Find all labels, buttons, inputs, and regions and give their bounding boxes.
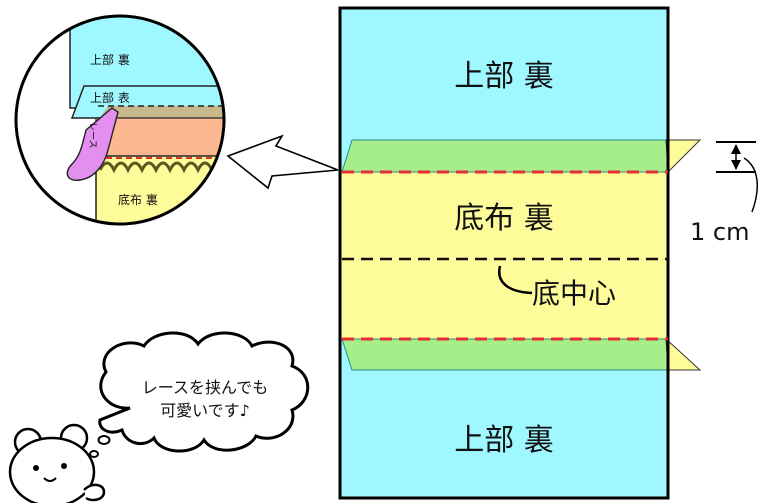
bear-left-eye	[33, 465, 39, 471]
top-seam-overlap-strip	[341, 139, 677, 173]
zoom-lace-scallop	[98, 161, 214, 174]
zoom-top-back-label: 上部 裏	[90, 52, 130, 67]
zoom-detail-circle: 上部 裏 上部 表 レース 底布 裏	[14, 14, 226, 226]
speech-bubble: レースを挟んでも 可愛いです♪	[89, 331, 310, 458]
top-seam-yellow-flap	[665, 139, 702, 174]
base-back-label: 底布 裏	[454, 201, 554, 236]
bottom-seam-yellow-flap	[665, 337, 702, 371]
base-fabric	[341, 172, 667, 339]
dimension-label: 1 cm	[690, 218, 749, 246]
bear-mascot	[8, 423, 106, 503]
dimension-marker: 1 cm	[690, 141, 758, 246]
zoom-lace-label: レース	[87, 122, 97, 149]
zoom-top-front-label: 上部 表	[90, 90, 130, 105]
bear-paw	[83, 483, 106, 502]
base-center-leader	[498, 265, 533, 295]
top-back-label: 上部 裏	[454, 59, 554, 94]
zoom-pointer-arrow	[226, 134, 339, 190]
bottom-back-label: 上部 裏	[454, 423, 554, 458]
zoom-tan-strip	[100, 106, 224, 118]
bear-head	[8, 436, 96, 503]
bubble-line-1: レースを挟んでも	[142, 378, 268, 397]
bear-mouth	[43, 477, 57, 482]
zoom-lace-piece	[66, 107, 119, 181]
main-fabric-panel: 上部 裏 底布 裏 上部 裏 底中心	[338, 6, 702, 500]
bear-right-eye	[61, 463, 67, 469]
bottom-seam-overlap-strip	[341, 338, 677, 371]
zoom-base-back-label: 底布 裏	[118, 192, 158, 207]
base-center-label: 底中心	[532, 277, 616, 310]
bubble-line-2: 可愛いです♪	[160, 401, 250, 420]
